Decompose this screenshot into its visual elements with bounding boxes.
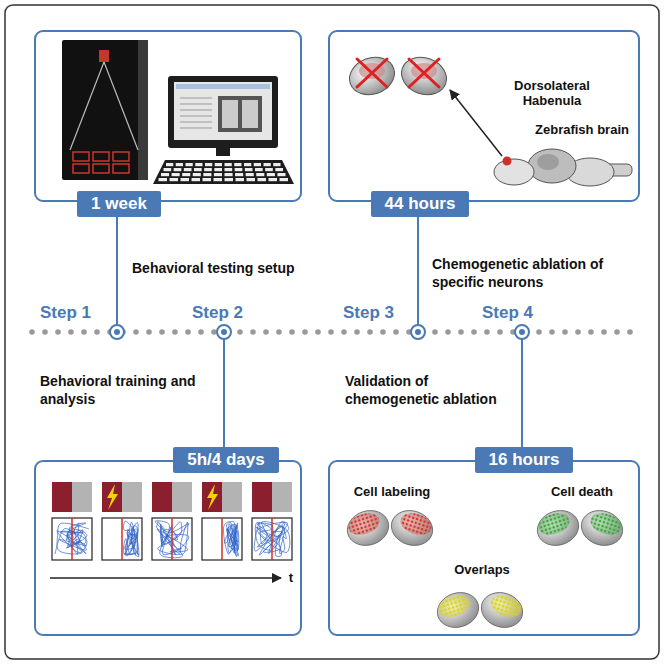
step-caption: Chemogenetic ablation of specific neuron… [432, 255, 637, 291]
duration-tab: 44 hours [371, 191, 470, 217]
panel-label: Zebrafish brain [535, 122, 629, 137]
panel-label: t [289, 570, 293, 585]
step-stem [223, 339, 225, 447]
step-caption: Behavioral training and analysis [40, 372, 205, 408]
training-trials [50, 482, 292, 578]
duration-tab: 16 hours [475, 447, 574, 473]
behavior-setup [62, 40, 294, 184]
step-stem [116, 216, 118, 325]
step-panel: 1 week [34, 30, 302, 202]
panel-label: Cell death [551, 484, 613, 499]
step-label: Step 3 [343, 303, 394, 323]
step-panel: 16 hoursCell labelingCell deathOverlaps [328, 460, 640, 636]
panel-label: Dorsolateral Habenula [502, 78, 602, 108]
step-caption: Behavioral testing setup [132, 259, 312, 277]
step-marker [110, 325, 124, 339]
step-caption: Validation of chemogenetic ablation [345, 372, 513, 408]
step-marker [411, 325, 425, 339]
step-marker [217, 325, 231, 339]
step-label: Step 4 [482, 303, 533, 323]
outer-frame [5, 5, 659, 659]
step-panel: 5h/4 dayst [34, 460, 302, 636]
step-marker [515, 325, 529, 339]
step-label: Step 1 [40, 303, 91, 323]
duration-tab: 5h/4 days [173, 447, 279, 473]
ablation-validation [343, 505, 627, 632]
step-panel: 44 hoursDorsolateral HabenulaZebrafish b… [328, 30, 640, 202]
panel-label: Overlaps [454, 562, 510, 577]
step-label: Step 2 [192, 303, 243, 323]
panel-label: Cell labeling [354, 484, 431, 499]
duration-tab: 1 week [77, 191, 161, 217]
step-stem [417, 216, 419, 325]
step-stem [521, 339, 523, 447]
habenula-ablation [344, 51, 632, 186]
